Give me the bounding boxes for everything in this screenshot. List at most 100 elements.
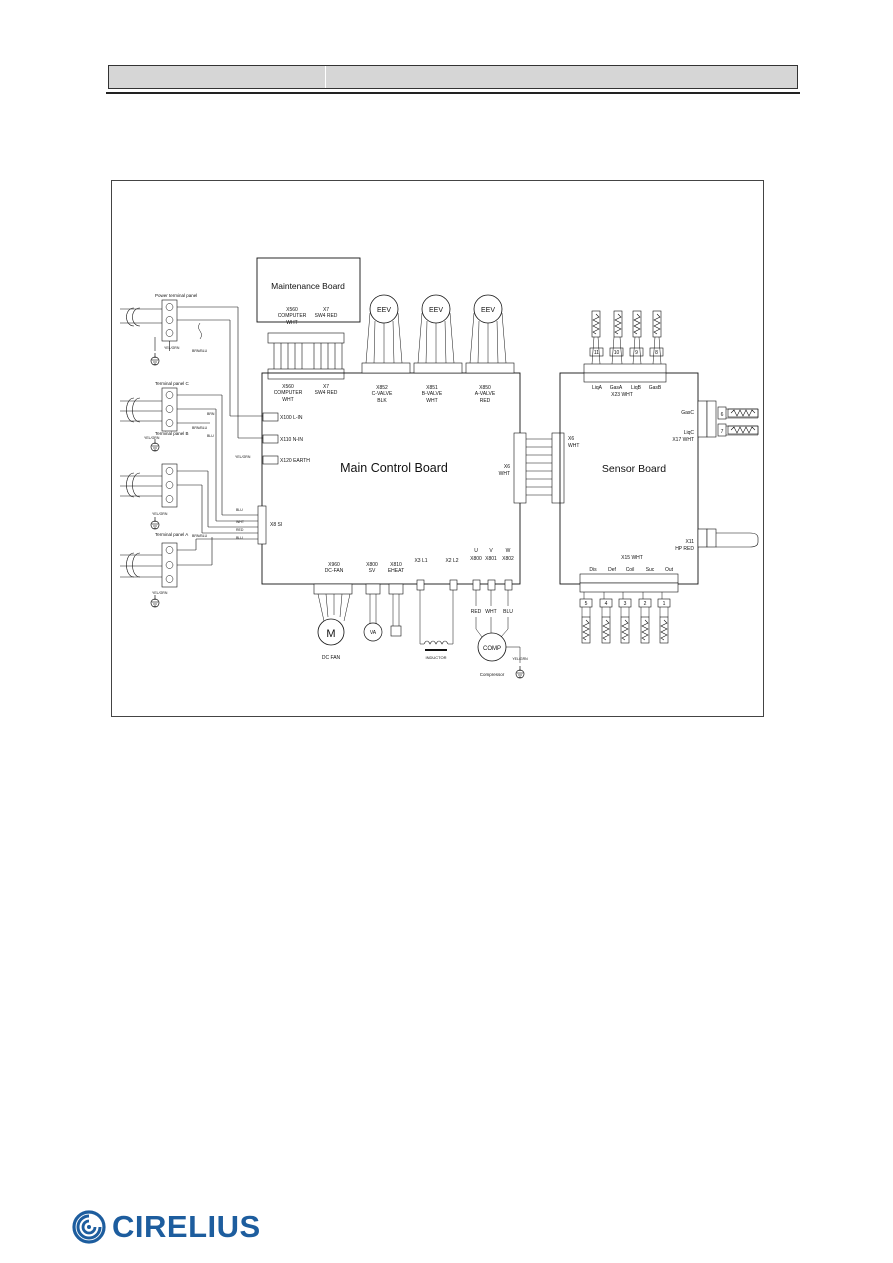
svg-text:BLU: BLU <box>236 508 243 512</box>
avalve-red-label: RED <box>480 398 491 404</box>
yelgrn-wire-label: YEL/GRN <box>235 455 251 459</box>
svg-text:VA: VA <box>370 630 377 636</box>
svg-text:RED: RED <box>236 528 244 532</box>
svg-text:5: 5 <box>585 601 588 607</box>
brand-name: CIRELIUS <box>112 1209 261 1244</box>
svg-text:BLU: BLU <box>236 536 243 540</box>
svg-text:Terminal panel A: Terminal panel A <box>155 532 188 537</box>
svg-text:YEL/GRN: YEL/GRN <box>144 436 160 440</box>
svg-text:2: 2 <box>644 601 647 607</box>
svg-text:X801: X801 <box>485 556 497 562</box>
svg-text:X800: X800 <box>470 556 482 562</box>
svg-text:X6: X6 <box>504 464 510 470</box>
x120-connector: X120 EARTH <box>262 455 310 465</box>
maintenance-connectors <box>267 332 345 380</box>
svg-text:GasA: GasA <box>610 385 623 391</box>
svg-text:BRN/BLU: BRN/BLU <box>192 349 208 353</box>
sensor-board <box>559 372 699 585</box>
svg-text:BRN/BLU: BRN/BLU <box>192 534 208 538</box>
svg-text:U: U <box>474 548 478 554</box>
x560-bottom-label: X560 <box>282 384 294 390</box>
svg-text:BLU: BLU <box>503 609 513 615</box>
svg-text:W: W <box>506 548 511 554</box>
eev-a: EEV X850 A-VALVE RED <box>465 294 515 404</box>
dc-fan-label: DC FAN <box>322 655 341 661</box>
svg-text:8: 8 <box>655 350 658 356</box>
wht-top-label: WHT <box>286 320 297 326</box>
computer-top-label: COMPUTER <box>278 313 307 319</box>
svg-text:SV: SV <box>369 568 376 574</box>
blk-label: BLK <box>377 398 387 404</box>
svg-text:Terminal panel B: Terminal panel B <box>155 431 189 436</box>
x100-connector: X100 L-IN <box>262 412 303 422</box>
svg-text:10: 10 <box>614 350 620 356</box>
x851-label: X851 <box>426 385 438 391</box>
comp-label: COMP <box>483 646 501 652</box>
top-sensors: 11 10 9 8 LiqA GasA LiqB GasB X23 WHT <box>583 310 667 398</box>
svg-text:Out: Out <box>665 567 674 573</box>
header-bar <box>108 65 798 89</box>
x850-label: X850 <box>479 385 491 391</box>
terminal-panel-b: Terminal panel B YEL/GRN BLU WHT RED BLU <box>120 431 258 540</box>
eev-b: EEV X851 B-VALVE WHT <box>413 294 463 404</box>
svg-text:X3 L1: X3 L1 <box>414 558 427 564</box>
inductor-connectors: X3 L1 X2 L2 INDUCTOR <box>414 558 458 660</box>
svg-text:Dis: Dis <box>589 567 597 573</box>
inductor-label: INDUCTOR <box>425 655 446 660</box>
svg-text:X23 WHT: X23 WHT <box>611 392 633 398</box>
sw4red-top-label: SW4 RED <box>315 313 338 319</box>
svg-text:RED: RED <box>471 609 482 615</box>
svg-text:YEL/GRN: YEL/GRN <box>164 346 180 350</box>
main-board-label: Main Control Board <box>340 461 448 475</box>
brn-wire-label: BRN <box>207 412 215 416</box>
svg-text:X8 SI: X8 SI <box>270 522 282 528</box>
brand-logo: CIRELIUS <box>72 1205 261 1249</box>
svg-text:Power terminal panel: Power terminal panel <box>155 293 197 298</box>
svg-text:Suc: Suc <box>646 567 655 573</box>
x7-bottom-label: X7 <box>323 384 329 390</box>
svg-text:X960: X960 <box>328 562 340 568</box>
right-sensors: GasC LiqC X17 WHT 6 7 <box>672 400 759 443</box>
svg-text:X11: X11 <box>685 539 694 545</box>
svg-text:X120 EARTH: X120 EARTH <box>280 458 310 464</box>
main-control-board <box>261 372 521 585</box>
solenoid-valve-icon <box>363 622 383 642</box>
svg-text:9: 9 <box>635 350 638 356</box>
blu-wire-label: BLU <box>207 434 214 438</box>
maintenance-board-label: Maintenance Board <box>271 281 345 291</box>
hp-switch: X11 HP RED <box>675 528 759 552</box>
x560-top-label: X560 <box>286 307 298 313</box>
svg-text:GasB: GasB <box>649 385 662 391</box>
svg-text:WHT: WHT <box>499 471 510 477</box>
svg-text:X2 L2: X2 L2 <box>445 558 458 564</box>
sv-connector: X800 SV VA <box>363 562 383 642</box>
bottom-sensors: X15 WHT Dis Def Coil Suc Out 5 4 3 2 1 <box>579 555 679 644</box>
bvalve-wht-label: WHT <box>426 398 437 404</box>
header-divider <box>325 66 326 88</box>
wiring-diagram: Maintenance Board X560 COMPUTER WHT X7 S… <box>120 257 759 679</box>
maintenance-board <box>256 257 361 323</box>
terminal-panel-c: Terminal panel C YEL/GRN BRN/BLU <box>120 381 223 521</box>
svg-text:V: V <box>489 548 493 554</box>
svg-text:X15 WHT: X15 WHT <box>621 555 643 561</box>
svg-text:X6: X6 <box>568 436 574 442</box>
svg-text:Def: Def <box>608 567 616 573</box>
svg-text:Terminal panel C: Terminal panel C <box>155 381 190 386</box>
svg-text:WHT: WHT <box>485 609 496 615</box>
svg-text:LiqA: LiqA <box>592 385 603 391</box>
svg-text:X110 N-IN: X110 N-IN <box>280 437 303 443</box>
svg-text:EEV: EEV <box>377 307 391 314</box>
svg-text:X800: X800 <box>366 562 378 568</box>
motor-m-label: M <box>326 628 335 640</box>
svg-text:YEL/GRN: YEL/GRN <box>512 657 528 661</box>
svg-text:LiqB: LiqB <box>631 385 642 391</box>
x6-link: X6 WHT X6 WHT <box>499 432 579 504</box>
svg-text:LiqC: LiqC <box>684 430 695 436</box>
sw4red-bottom-label: SW4 RED <box>315 390 338 396</box>
compressor-label: Compressor <box>480 672 505 677</box>
heater-icon <box>390 625 402 637</box>
bvalve-label: B-VALVE <box>422 391 443 397</box>
svg-text:DC-FAN: DC-FAN <box>325 568 344 574</box>
avalve-label: A-VALVE <box>475 391 496 397</box>
svg-text:6: 6 <box>721 412 724 418</box>
